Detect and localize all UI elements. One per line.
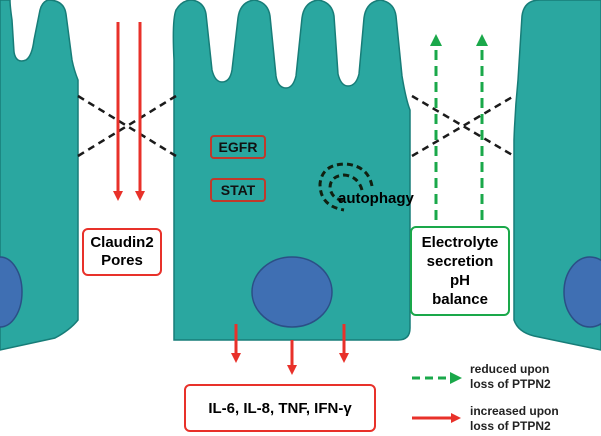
balance-label: balance — [432, 291, 488, 308]
epithelial-cell-left — [0, 0, 79, 351]
ph-label: pH — [450, 272, 470, 289]
claudin2-label: Claudin2 — [90, 234, 154, 251]
nucleus-center — [251, 256, 333, 328]
nucleus-right — [563, 256, 601, 328]
legend-dashed-text: reduced upon loss of PTPN2 — [470, 362, 551, 392]
claudin2-pores-box: Claudin2 Pores — [82, 228, 162, 276]
autophagy-label: autophagy — [338, 190, 414, 207]
tight-junction-right — [411, 94, 515, 158]
legend-solid-line2: loss of PTPN2 — [470, 419, 551, 433]
electrolyte-secretion-box: Electrolyte secretion pH balance — [410, 226, 510, 316]
nucleus-left — [0, 256, 23, 328]
legend-solid-line1: increased upon — [470, 404, 559, 418]
egfr-box: EGFR — [210, 135, 266, 159]
cytokines-label: IL-6, IL-8, TNF, IFN-γ — [208, 399, 352, 417]
legend-solid-text: increased upon loss of PTPN2 — [470, 404, 559, 434]
electrolyte-label: Electrolyte — [421, 234, 499, 251]
secretion-label: secretion — [426, 253, 494, 270]
epithelial-cell-center — [172, 0, 411, 341]
egfr-label: EGFR — [218, 139, 258, 155]
autophagy-icon — [318, 162, 374, 212]
tight-junction-left — [77, 94, 177, 158]
pores-label: Pores — [101, 252, 143, 269]
cytokines-box: IL-6, IL-8, TNF, IFN-γ — [184, 384, 376, 432]
stat-label: STAT — [220, 182, 256, 198]
stat-box: STAT — [210, 178, 266, 202]
legend-dashed-line1: reduced upon — [470, 362, 550, 376]
legend-dashed-line2: loss of PTPN2 — [470, 377, 551, 391]
